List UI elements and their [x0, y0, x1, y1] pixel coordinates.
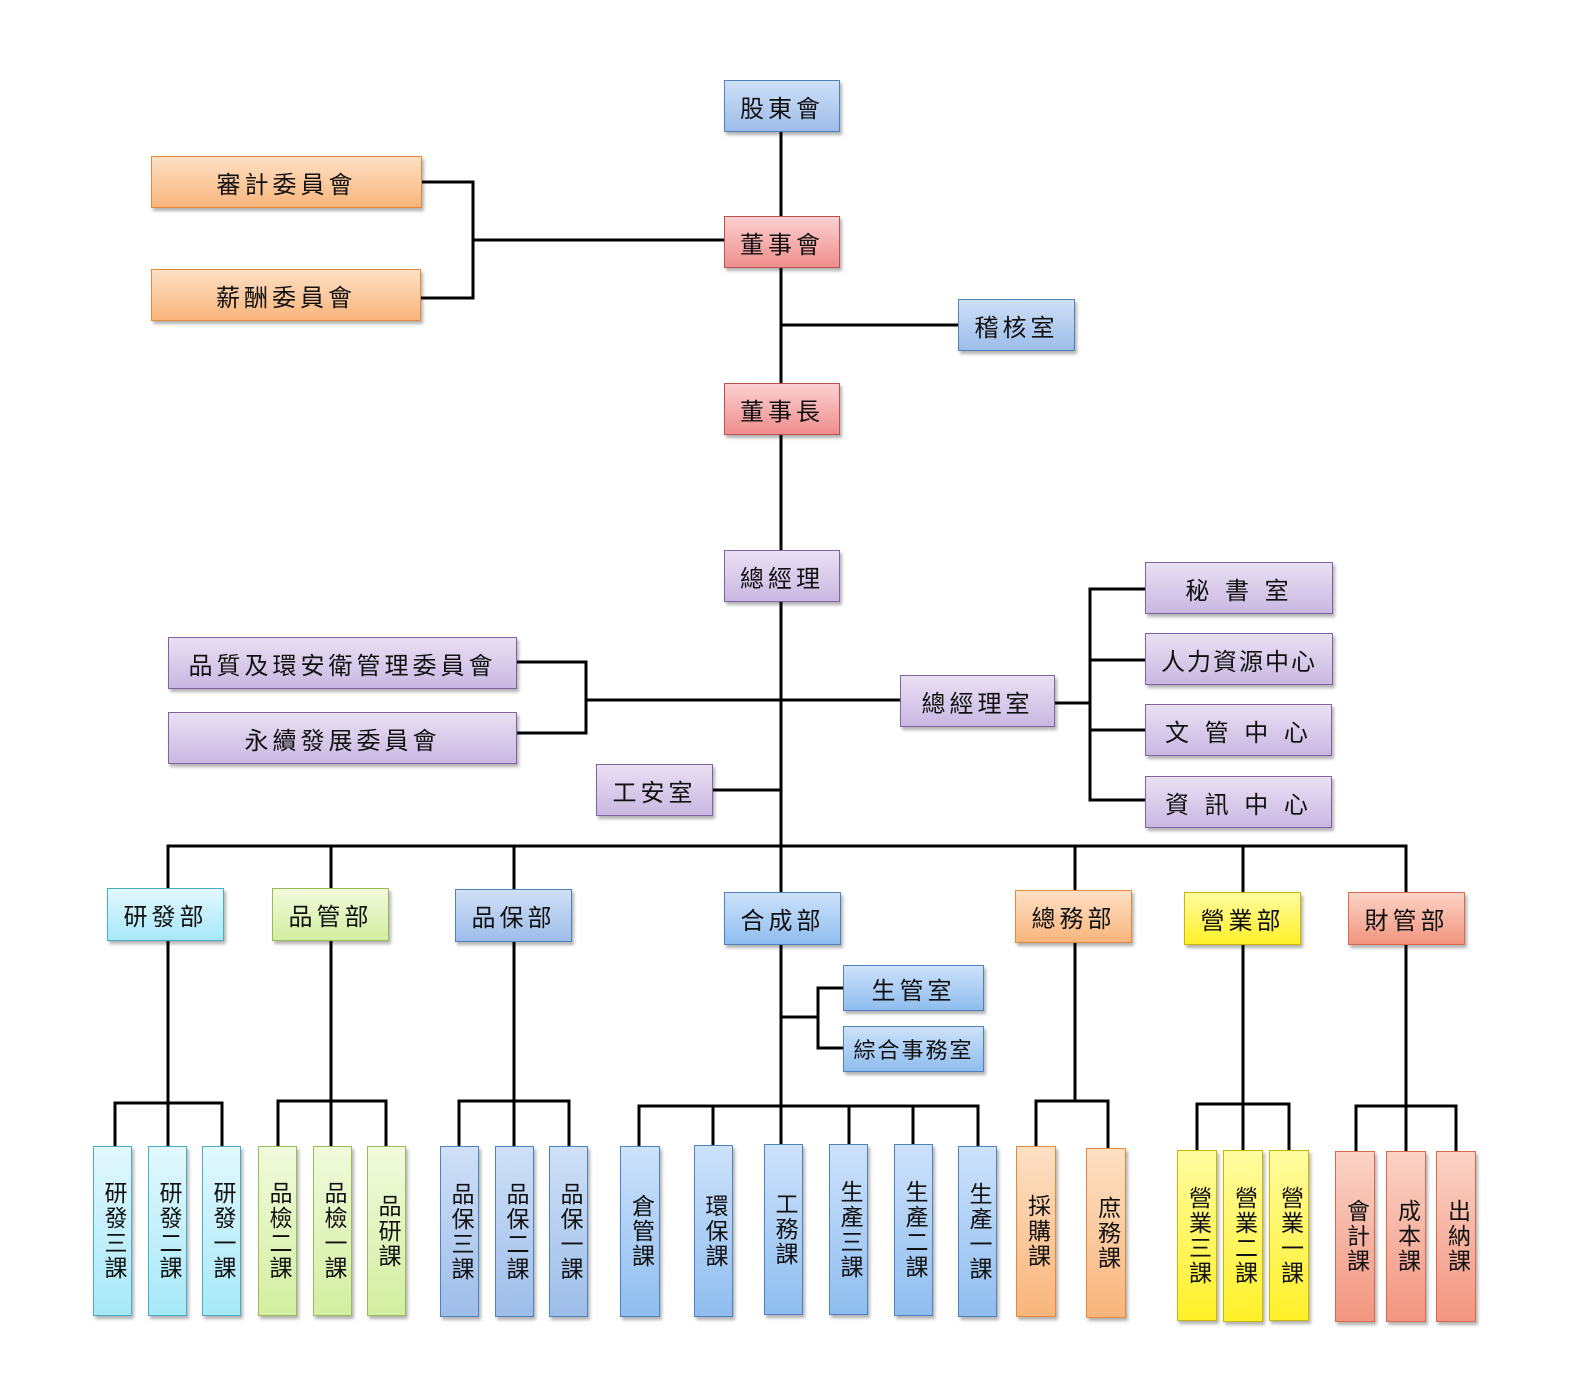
section-box: 採購課	[1016, 1146, 1056, 1317]
safety-office-box: 工安室	[596, 764, 713, 816]
sustainability-committee-box: 永續發展委員會	[168, 712, 517, 764]
section-box: 品檢二課	[258, 1146, 297, 1316]
section-box: 生產一課	[958, 1146, 997, 1317]
section-box: 品保一課	[549, 1146, 588, 1317]
dept-synthesis: 合成部	[724, 892, 841, 945]
audit-committee-box: 審計委員會	[151, 156, 422, 208]
hr-center-box: 人力資源中心	[1145, 633, 1333, 685]
gm-office-box: 總經理室	[900, 675, 1055, 727]
section-box: 營業二課	[1223, 1150, 1263, 1322]
dept-rd: 研發部	[107, 888, 224, 941]
it-center-box: 資 訊 中 心	[1145, 776, 1332, 828]
remuneration-committee-box: 薪酬委員會	[151, 269, 421, 321]
section-box: 研發二課	[148, 1146, 187, 1316]
board-box: 董事會	[724, 216, 840, 268]
quality-esh-committee-box: 品質及環安衛管理委員會	[168, 637, 517, 689]
dept-general-affairs: 總務部	[1015, 890, 1132, 943]
dept-qc: 品管部	[272, 888, 389, 941]
document-center-box: 文 管 中 心	[1145, 704, 1332, 756]
section-box: 品保三課	[440, 1146, 479, 1317]
section-box: 倉管課	[620, 1146, 660, 1317]
section-box: 營業三課	[1177, 1150, 1217, 1321]
section-box: 研發三課	[93, 1146, 132, 1316]
dept-sales: 營業部	[1184, 892, 1301, 945]
dept-qa: 品保部	[455, 889, 572, 942]
section-box: 品研課	[367, 1146, 406, 1316]
production-control-office-box: 生管室	[843, 965, 984, 1011]
section-box: 庶務課	[1086, 1148, 1126, 1318]
section-box: 工務課	[764, 1144, 803, 1315]
section-box: 環保課	[694, 1145, 733, 1317]
secretary-office-box: 秘 書 室	[1145, 562, 1333, 614]
section-box: 品保二課	[495, 1146, 534, 1317]
dept-finance: 財管部	[1348, 892, 1465, 945]
shareholders-box: 股東會	[724, 80, 840, 132]
section-box: 生產三課	[829, 1144, 868, 1315]
internal-audit-box: 稽核室	[958, 299, 1075, 351]
general-affairs-office-box: 綜合事務室	[843, 1026, 984, 1072]
section-box: 成本課	[1386, 1151, 1426, 1322]
section-box: 品檢一課	[313, 1146, 352, 1316]
section-box: 會計課	[1335, 1151, 1375, 1322]
section-box: 生產二課	[894, 1144, 933, 1316]
section-box: 營業一課	[1269, 1150, 1309, 1321]
section-box: 研發一課	[202, 1146, 241, 1316]
general-manager-box: 總經理	[724, 550, 840, 602]
section-box: 出納課	[1436, 1151, 1476, 1322]
chairman-box: 董事長	[724, 383, 840, 435]
